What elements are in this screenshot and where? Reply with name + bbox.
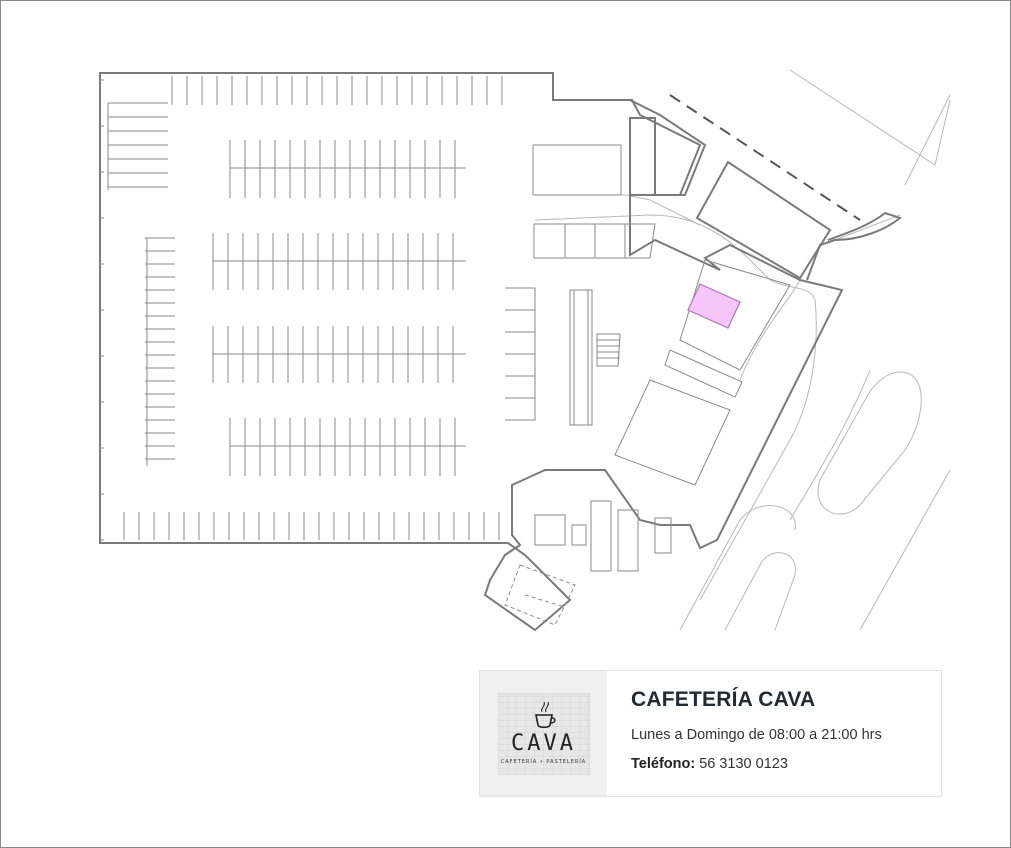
path (535, 194, 701, 226)
road-edge (679, 505, 796, 631)
dashed-boundary (669, 94, 861, 221)
anchor-store-2 (614, 379, 731, 486)
store-info: CAFETERÍA CAVA Lunes a Domingo de 08:00 … (607, 671, 882, 796)
anchor-store (679, 259, 791, 371)
store-hours: Lunes a Domingo de 08:00 a 21:00 hrs (631, 727, 882, 743)
entrance-ramp (806, 211, 903, 281)
coffee-cup-icon (534, 701, 556, 728)
shop-row (533, 223, 656, 259)
road-edge (789, 369, 871, 521)
road-edge (789, 69, 951, 166)
building-outline (99, 72, 844, 632)
road-edge (699, 299, 817, 601)
highlighted-store[interactable] (687, 283, 741, 329)
logo-subtext: CAFETERÍA • PASTELERÍA (500, 758, 587, 765)
shop-small (617, 509, 639, 572)
island (817, 371, 922, 515)
shop-block (532, 144, 622, 196)
phone-label: Teléfono: (631, 756, 696, 772)
block-ne (695, 160, 832, 280)
road-edge (834, 214, 901, 241)
parking-column (505, 287, 536, 421)
store-name: CAFETERÍA CAVA (631, 688, 816, 711)
phone-value: 56 3130 0123 (695, 756, 788, 772)
logo-word: CAVA (511, 730, 576, 756)
road-edge (724, 552, 796, 631)
service-yard (504, 564, 576, 626)
service-rooms (534, 514, 587, 546)
road-edge (859, 469, 951, 631)
store-logo: CAVA CAFETERÍA • PASTELERÍA (497, 692, 590, 775)
path (739, 279, 801, 381)
logo-container: CAVA CAFETERÍA • PASTELERÍA (480, 671, 607, 796)
floor-map[interactable] (0, 0, 1011, 640)
shop-small (590, 500, 612, 572)
road-edge (904, 94, 951, 186)
stairs (596, 333, 621, 367)
block (629, 99, 707, 196)
kiosk-row (664, 349, 743, 398)
path (534, 214, 816, 301)
block (629, 117, 656, 196)
parking-stalls (100, 76, 503, 541)
store-info-card[interactable]: CAVA CAFETERÍA • PASTELERÍA CAFETERÍA CA… (479, 670, 942, 797)
shop-small (654, 517, 672, 554)
escalator (569, 289, 593, 426)
store-phone: Teléfono: 56 3130 0123 (631, 756, 882, 772)
